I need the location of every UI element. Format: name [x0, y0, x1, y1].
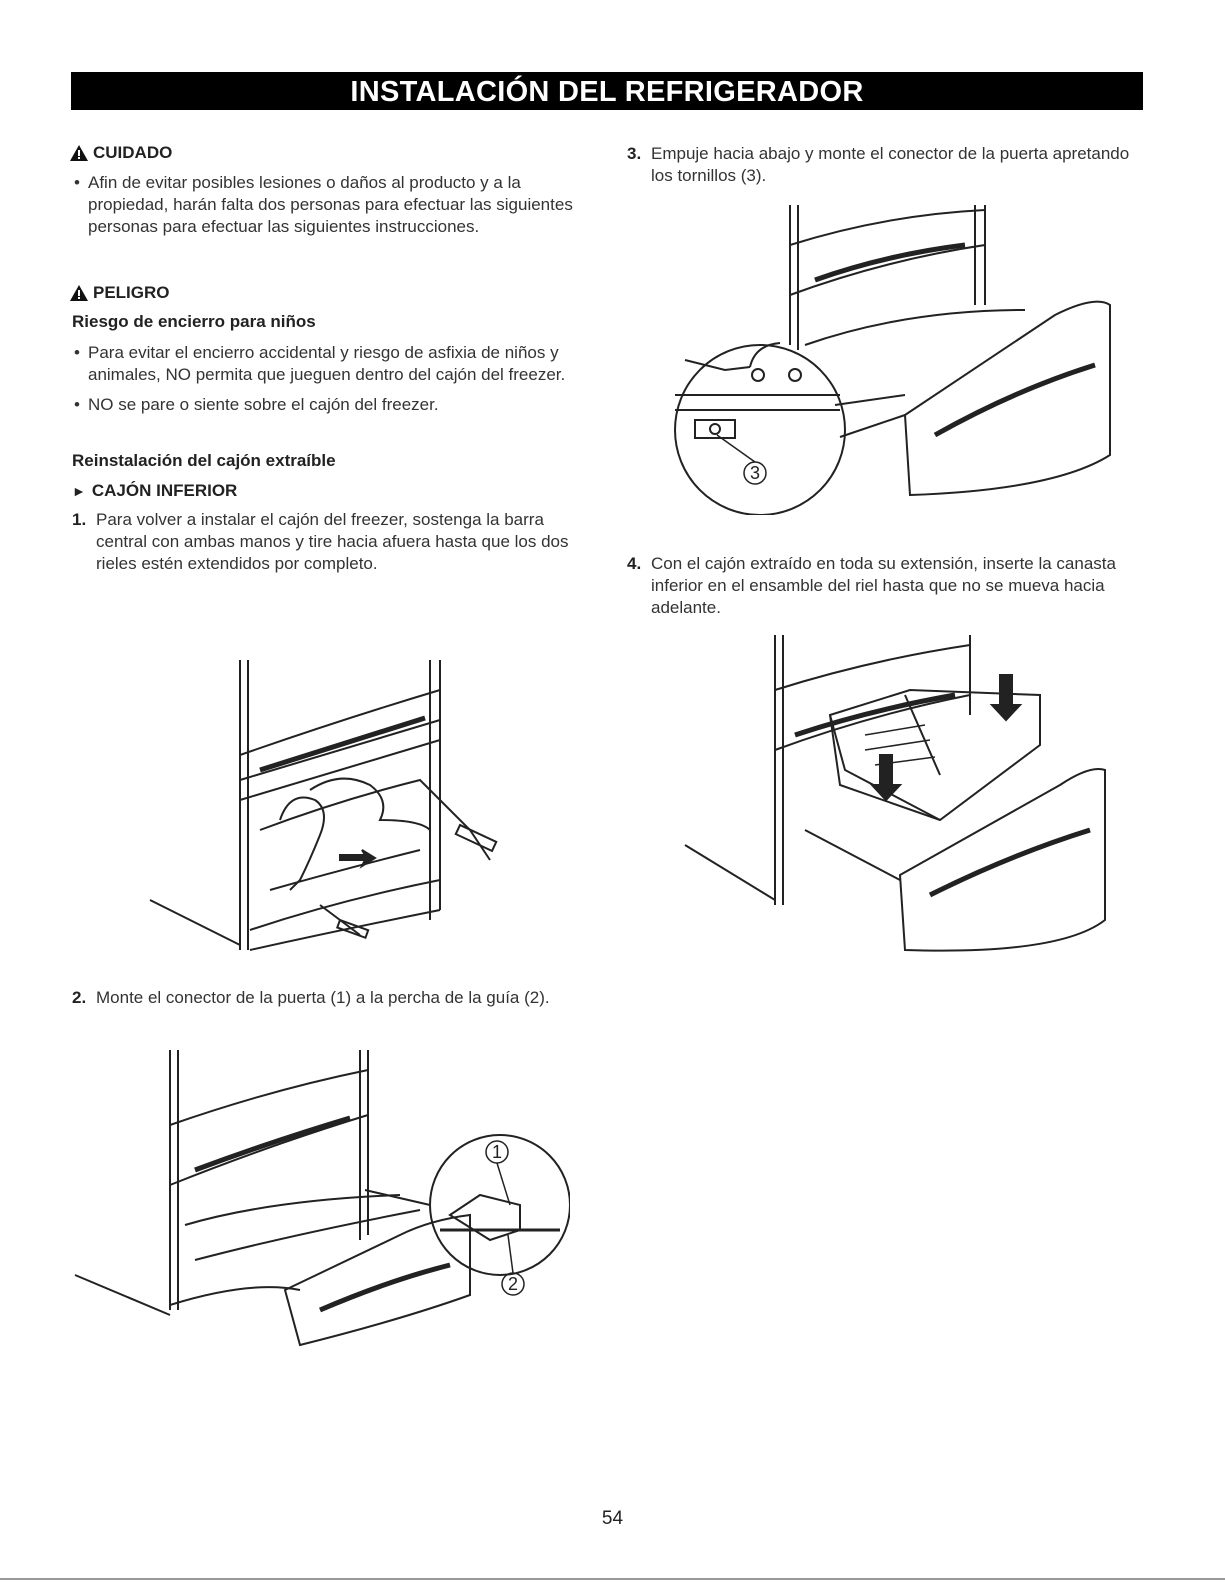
step-2-block: 2. Monte el conector de la puerta (1) a …	[72, 987, 592, 1009]
caution-label: CUIDADO	[93, 143, 173, 162]
step-2: 2. Monte el conector de la puerta (1) a …	[72, 987, 592, 1009]
step-4-block: 4. Con el cajón extraído en toda su exte…	[627, 553, 1147, 619]
bottom-divider	[0, 1578, 1225, 1580]
step-3: 3. Empuje hacia abajo y monte el conecto…	[627, 143, 1147, 187]
step-1: 1. Para volver a instalar el cajón del f…	[72, 509, 592, 575]
step-2-text: Monte el conector de la puerta (1) a la …	[96, 988, 550, 1007]
right-column: 3. Empuje hacia abajo y monte el conecto…	[627, 143, 1147, 187]
caution-text: Afin de evitar posibles lesiones o daños…	[72, 172, 592, 238]
warning-triangle-icon	[70, 285, 88, 301]
page-number: 54	[601, 1508, 624, 1529]
danger-label: PELIGRO	[93, 283, 170, 302]
warning-triangle-icon	[70, 145, 88, 161]
step-4-text: Con el cajón extraído en toda su extensi…	[651, 554, 1116, 617]
danger-bullet-1: Para evitar el encierro accidental y rie…	[72, 342, 592, 386]
step-3-number: 3.	[627, 144, 642, 163]
figure-step-2-illustration: 1 2	[74, 1050, 570, 1347]
left-column: CUIDADO Afin de evitar posibles lesiones…	[70, 143, 592, 575]
callout-3-label: 3	[750, 463, 760, 483]
danger-subtitle: Riesgo de encierro para niños	[72, 312, 316, 331]
step-2-number: 2.	[72, 988, 87, 1007]
callout-2-label: 2	[508, 1274, 518, 1294]
step-4-number: 4.	[627, 554, 642, 573]
drawer-label: ►CAJÓN INFERIOR	[72, 481, 238, 500]
figure-step-1-illustration	[149, 660, 498, 951]
step-4: 4. Con el cajón extraído en toda su exte…	[627, 553, 1147, 619]
danger-bullet-2: NO se pare o siente sobre el cajón del f…	[72, 394, 592, 416]
caution-heading: CUIDADO	[70, 143, 592, 163]
figure-step-3-illustration: 3	[674, 205, 1111, 515]
callout-1-label: 1	[492, 1142, 502, 1162]
triangle-right-icon: ►	[72, 483, 86, 499]
step-3-text: Empuje hacia abajo y monte el conector d…	[651, 144, 1130, 185]
page-header: INSTALACIÓN DEL REFRIGERADOR	[71, 72, 1143, 110]
step-1-text: Para volver a instalar el cajón del free…	[96, 510, 569, 573]
reinstall-title: Reinstalación del cajón extraíble	[72, 451, 336, 470]
figure-step-4-illustration	[684, 635, 1106, 952]
step-1-number: 1.	[72, 510, 87, 529]
danger-heading: PELIGRO	[70, 283, 592, 303]
